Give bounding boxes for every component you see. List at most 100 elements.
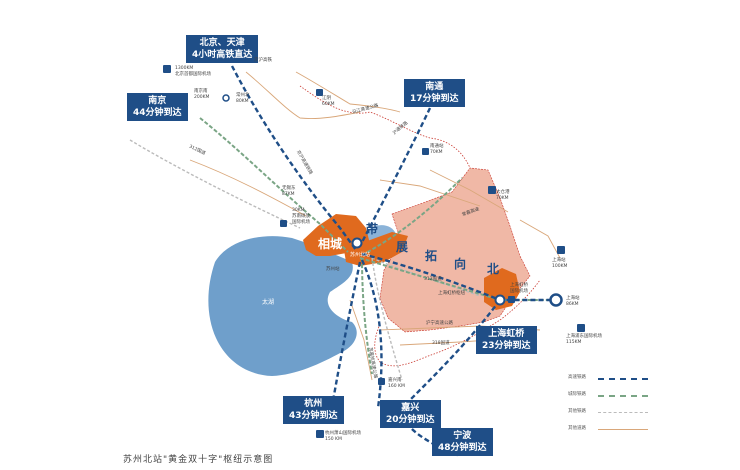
wuxi-airport-type: 国际机场 — [292, 220, 310, 225]
label-bei: 北 — [487, 262, 500, 276]
nanjing-time: 44分钟到达 — [133, 108, 182, 118]
legend-label-intercity: 城际铁路 — [568, 392, 586, 397]
pudong-airport-name: 上海浦东国际机场 — [566, 334, 602, 339]
label-xiang: 向 — [454, 257, 467, 271]
legend-label-other-rail: 其他铁路 — [568, 409, 586, 414]
legend-swatch-intercity — [598, 395, 648, 397]
hongqiao-time: 23分钟到达 — [482, 341, 531, 351]
jiangyin-distance: 60KM — [322, 102, 335, 107]
ningbo-title: 宁波 — [453, 431, 472, 441]
poi-wuxi-east: 无锡东 87KM — [282, 186, 296, 198]
legend-item-other-rail: 其他铁路 — [568, 406, 728, 423]
nanjing-south-distance: 200KM — [194, 95, 210, 100]
taicang-name: 太仓港 — [496, 190, 510, 195]
road-312-mid: 312国道 — [424, 277, 442, 282]
road-318: 318国道 — [432, 341, 450, 346]
label-hongqiao-hub: 上海虹桥枢纽 — [438, 291, 465, 296]
shanghai-north-name: 上海站 — [552, 258, 566, 263]
poi-pudong-airport: 上海浦东国际机场 115KM — [566, 334, 602, 346]
hongqiao-airport-type: 国际机场 — [510, 289, 528, 294]
poi-nantong-station: 南通站 70KM — [430, 144, 444, 156]
poi-shanghai-airport: 上海站 100KM — [552, 258, 567, 270]
poi-wuxi-airport: 30KM 苏南硕放 国际机场 — [292, 208, 310, 226]
jiangyin-name: 江阴 — [322, 96, 331, 101]
jiaxing-south-distance: 160 KM — [388, 384, 405, 389]
shanghai-station-distance: 86KM — [566, 302, 579, 307]
nanjing-box[interactable]: 南京 44分钟到达 — [127, 93, 188, 121]
taicang-distance: 70KM — [496, 196, 509, 201]
beijing-box[interactable]: 北京、天津 4小时高铁直达 — [186, 35, 259, 63]
legend-swatch-other-road — [598, 429, 648, 430]
hongqiao-box[interactable]: 上海虹桥 23分钟到达 — [476, 326, 537, 354]
label-suzhou-station: 苏州站 — [326, 267, 340, 272]
shanghai-station[interactable] — [549, 293, 563, 307]
hongqiao-station[interactable] — [494, 294, 506, 306]
legend-item-intercity: 城际铁路 — [568, 389, 728, 406]
ningbo-time: 48分钟到达 — [438, 443, 487, 453]
legend-item-other-road: 其他道路 — [568, 423, 728, 440]
jiaxing-time: 20分钟到达 — [386, 415, 435, 425]
pudong-airport-distance: 115KM — [566, 340, 582, 345]
nantong-station-name: 南通站 — [430, 144, 444, 149]
poi-hongqiao-airport: 上海虹桥 国际机场 — [510, 283, 528, 295]
legend-swatch-high-speed — [598, 378, 648, 380]
legend-swatch-other-rail — [598, 412, 648, 413]
nanjing-title: 南京 — [148, 96, 167, 106]
jiaxing-box[interactable]: 嘉兴 20分钟到达 — [380, 400, 441, 428]
intercity-rails — [199, 117, 552, 375]
poi-beijing-rail: 京沪高铁 — [254, 58, 272, 63]
changzhou-north-distance: 80KM — [236, 99, 249, 104]
poi-nanjing-south: 南京南 200KM — [194, 89, 209, 101]
changzhou-north-name: 常州北 — [236, 93, 250, 98]
hongqiao-airport-name: 上海虹桥 — [510, 283, 528, 288]
hangzhou-box[interactable]: 杭州 43分钟到达 — [283, 396, 344, 424]
wuxi-airport-name: 苏南硕放 — [292, 214, 310, 219]
beijing-time: 4小时高铁直达 — [192, 50, 253, 60]
hangzhou-title: 杭州 — [304, 399, 323, 409]
wuxi-east-name: 无锡东 — [282, 186, 296, 191]
label-suzhou-north: 苏州北站 — [350, 252, 371, 258]
legend-item-high-speed: 高速铁路 — [568, 372, 728, 389]
shanghai-north-distance: 100KM — [552, 264, 568, 269]
nanjing-south-name: 南京南 — [194, 89, 208, 94]
legend: 高速铁路 城际铁路 其他铁路 其他道路 — [568, 372, 728, 440]
nantong-time: 17分钟到达 — [410, 94, 459, 104]
province-boundary — [299, 85, 541, 367]
jiaxing-south-name: 嘉兴南 — [388, 378, 402, 383]
nanjing-south-station[interactable] — [222, 94, 230, 102]
hangzhou-airport-name: 杭州萧山国际机场 — [325, 431, 361, 436]
legend-label-other-road: 其他道路 — [568, 426, 586, 431]
beijing-airport-distance: 1300KM — [175, 66, 194, 71]
label-zhan: 展 — [396, 240, 409, 254]
ningbo-box[interactable]: 宁波 48分钟到达 — [432, 428, 493, 456]
jiaxing-title: 嘉兴 — [401, 403, 420, 413]
poi-changzhou-north: 常州北 80KM — [236, 93, 250, 105]
label-taihu: 太湖 — [262, 299, 275, 306]
hangzhou-time: 43分钟到达 — [289, 411, 338, 421]
nantong-title: 南通 — [425, 82, 444, 92]
nantong-box[interactable]: 南通 17分钟到达 — [404, 79, 465, 107]
poi-hangzhou-airport: 杭州萧山国际机场 150 KM — [325, 431, 361, 443]
beijing-title: 北京、天津 — [199, 38, 245, 48]
map-caption: 苏州北站"黄金双十字"枢纽示意图 — [123, 455, 274, 465]
belt-core — [344, 232, 408, 266]
train-markers — [316, 89, 429, 385]
poi-jiaxing-south: 嘉兴南 160 KM — [388, 378, 405, 390]
label-tuo: 拓 — [425, 249, 438, 263]
legend-label-high-speed: 高速铁路 — [568, 375, 586, 380]
hongqiao-title: 上海虹桥 — [488, 329, 525, 339]
high-speed-rails — [230, 65, 552, 458]
suzhou-north-station[interactable] — [351, 237, 363, 249]
taihu-lake — [208, 236, 357, 376]
airport-markers — [163, 65, 585, 438]
other-rails — [129, 139, 481, 381]
wuxi-airport-distance: 30KM — [292, 208, 305, 213]
wuxi-east-distance: 87KM — [282, 192, 295, 197]
hangzhou-airport-distance: 150 KM — [325, 437, 342, 442]
beijing-airport-name: 北京首都国际机场 — [175, 72, 211, 77]
nantong-station-distance: 70KM — [430, 150, 443, 155]
poi-beijing-airport: 1300KM 北京首都国际机场 — [175, 66, 211, 78]
label-dai: 带 — [366, 222, 379, 236]
shanghai-station-name: 上海站 — [566, 296, 580, 301]
